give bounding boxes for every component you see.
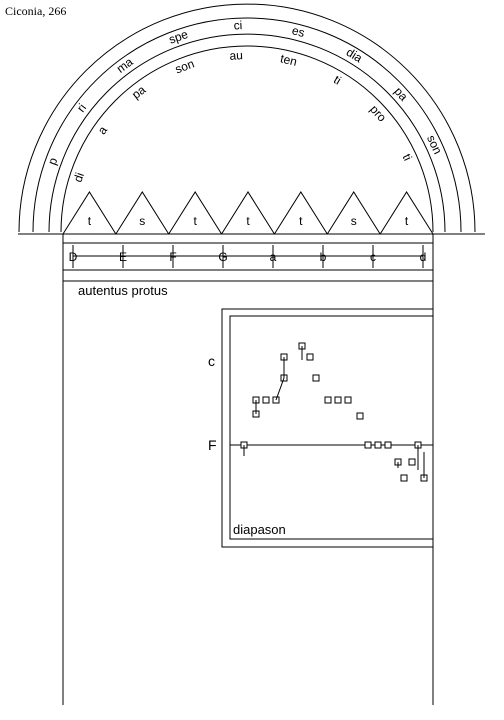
- mode-label: autentus protus: [78, 283, 168, 298]
- note-label-1: E: [119, 250, 127, 264]
- neume-12: [344, 396, 352, 404]
- outer-syllable-8: son: [424, 133, 445, 156]
- inner-syllable-5: ten: [279, 51, 299, 69]
- neume-3: [262, 396, 270, 404]
- neume-10: [324, 396, 332, 404]
- note-label-7: d: [420, 250, 427, 264]
- tower-frame: [18, 233, 485, 705]
- outer-syllable-7: pa: [391, 84, 411, 104]
- outer-syllables: p ri ma spe ci es dia pa son: [45, 18, 445, 167]
- note-label-2: F: [169, 250, 176, 264]
- outer-syllable-0: p: [45, 155, 61, 166]
- arches: [18, 3, 476, 233]
- note-label-4: a: [270, 250, 277, 264]
- inner-syllable-0: di: [71, 171, 87, 184]
- outer-syllable-5: es: [290, 23, 306, 40]
- interval-triangle-1: [115, 191, 170, 235]
- species-box-outer: [221, 308, 434, 548]
- interval-label-3: t: [246, 214, 250, 228]
- arch-line-3: [60, 45, 434, 233]
- arch-line-1: [32, 17, 462, 233]
- interval-triangle-5: [326, 191, 381, 235]
- note-label-5: b: [320, 250, 327, 264]
- interval-label-4: t: [299, 214, 303, 228]
- outer-syllable-1: ri: [74, 101, 89, 115]
- interval-triangle-6: [379, 191, 434, 235]
- inner-syllable-3: son: [173, 57, 196, 77]
- neume-11: [334, 396, 342, 404]
- interval-label-1: s: [139, 214, 145, 228]
- inner-syllable-6: ti: [331, 72, 343, 87]
- species-box-inner: [229, 315, 434, 540]
- interval-label-5: s: [351, 214, 357, 228]
- figure-caption: Ciconia, 266: [5, 4, 67, 18]
- inner-syllable-7: pro: [367, 102, 389, 124]
- outer-syllable-2: ma: [114, 54, 136, 75]
- outer-syllable-4: ci: [233, 18, 242, 32]
- outer-syllable-3: spe: [167, 27, 190, 47]
- chant-neumes: [240, 342, 428, 482]
- interval-label-6: t: [405, 214, 409, 228]
- interval-label-2: t: [193, 214, 197, 228]
- neume-19: [408, 458, 416, 466]
- interval-label-0: t: [88, 214, 92, 228]
- note-label-3: G: [218, 250, 227, 264]
- inner-syllable-1: a: [95, 123, 110, 137]
- neume-8: [306, 353, 314, 361]
- arch-line-0: [18, 3, 476, 233]
- neume-9: [312, 374, 320, 382]
- note-label-6: c: [370, 250, 376, 264]
- neume-13: [356, 412, 364, 420]
- neume-14: [364, 441, 372, 449]
- neume-stem-3: [275, 377, 285, 401]
- interval-triangle-4: [274, 191, 328, 235]
- inner-syllable-4: au: [229, 48, 243, 63]
- interval-triangle-2: [168, 191, 222, 235]
- interval-triangle-0: [62, 191, 117, 235]
- species-label: diapason: [233, 522, 286, 537]
- arch-line-2: [48, 33, 446, 233]
- interval-triangle-3: [221, 191, 275, 235]
- note-label-0: D: [69, 250, 78, 264]
- inner-syllable-8: ti: [400, 152, 415, 163]
- clef-upper: c: [208, 353, 215, 369]
- outer-syllable-6: dia: [344, 45, 365, 65]
- neume-18: [400, 474, 408, 482]
- neume-15: [374, 441, 382, 449]
- species-box: [221, 308, 434, 548]
- clef-lower: F: [208, 437, 217, 453]
- neume-16: [384, 441, 392, 449]
